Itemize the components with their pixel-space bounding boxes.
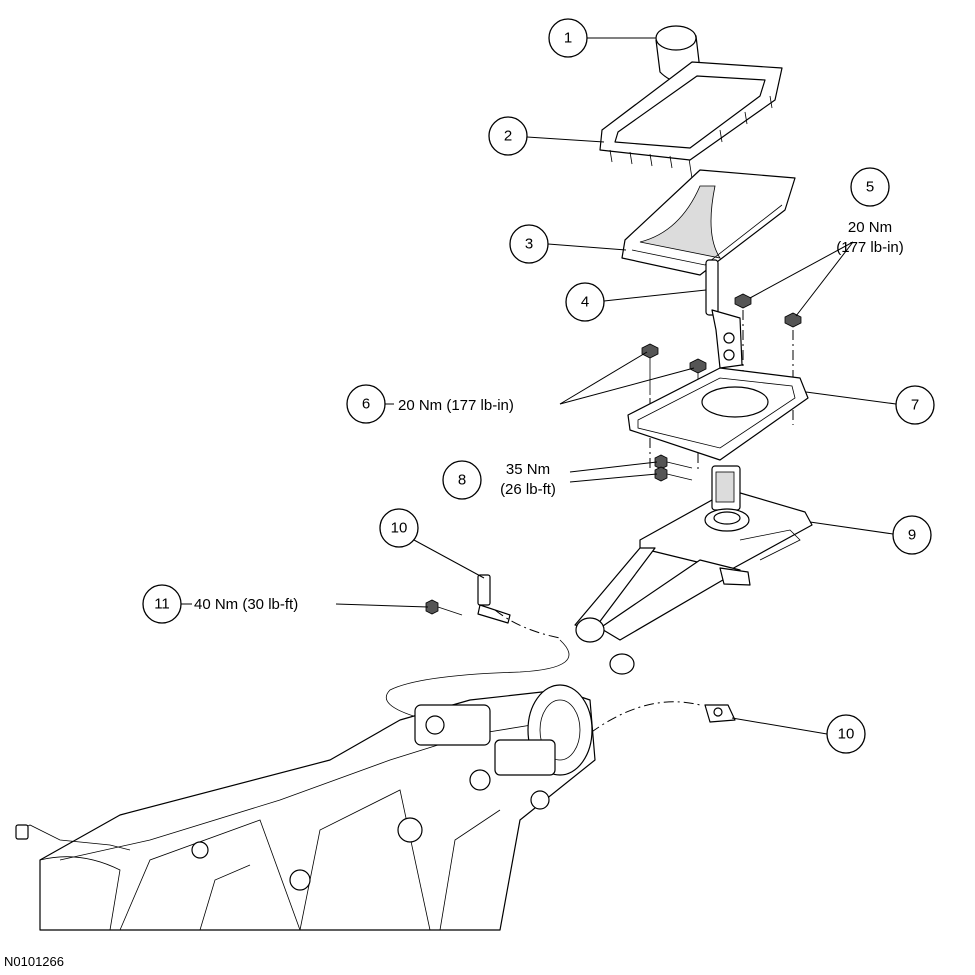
- callout-11-torque: 40 Nm (30 lb-ft): [194, 596, 298, 613]
- callout-7: 7: [895, 385, 935, 425]
- callout-8: 8 35 Nm (26 lb-ft): [442, 460, 556, 500]
- callout-9: 9: [892, 515, 932, 555]
- callout-11-number: 11: [154, 596, 170, 613]
- callout-5-number: 5: [866, 179, 874, 196]
- callout-2: 2: [488, 116, 528, 156]
- bracket-bolts: [654, 454, 693, 482]
- seal-plate: [627, 367, 809, 461]
- shift-linkage: [574, 547, 751, 675]
- callout-3-number: 3: [525, 236, 533, 253]
- lever-nuts: [734, 293, 802, 328]
- callout-5-torque-lbin: (177 lb-in): [836, 239, 904, 256]
- shifter-base: [639, 465, 813, 571]
- callout-8-number: 8: [458, 472, 466, 489]
- shifter-bezel: [599, 61, 783, 169]
- callout-10-lower-number: 10: [838, 726, 855, 743]
- callout-4: 4: [565, 282, 605, 322]
- callout-3: 3: [509, 224, 549, 264]
- callout-11: 11 40 Nm (30 lb-ft): [142, 584, 298, 624]
- callout-10-upper: 10: [379, 508, 419, 548]
- callout-9-number: 9: [908, 527, 916, 544]
- shift-lever-lower: [705, 259, 743, 369]
- callout-6-torque: 20 Nm (177 lb-in): [398, 397, 514, 414]
- cable-bolt: [425, 599, 463, 616]
- callout-5: 5 20 Nm (177 lb-in): [836, 167, 904, 256]
- callout-4-number: 4: [581, 294, 589, 311]
- callout-10-upper-number: 10: [391, 520, 408, 537]
- leader-lines: [181, 37, 897, 735]
- callout-6: 6 20 Nm (177 lb-in): [346, 384, 514, 424]
- callout-6-number: 6: [362, 396, 370, 413]
- callout-1: 1: [548, 18, 588, 58]
- callout-2-number: 2: [504, 128, 512, 145]
- figure-id: N0101266: [4, 954, 64, 969]
- callout-8-torque-lbft: (26 lb-ft): [500, 481, 556, 498]
- callout-7-number: 7: [911, 397, 919, 414]
- callout-1-number: 1: [564, 30, 572, 47]
- callout-5-torque-nm: 20 Nm: [848, 219, 892, 236]
- sensor-lower: [704, 704, 736, 723]
- shift-boot-panel: [621, 169, 796, 276]
- callout-10-lower: 10: [826, 714, 866, 754]
- callout-8-torque-nm: 35 Nm: [506, 461, 550, 478]
- transmission: [15, 684, 596, 931]
- sensor-upper: [477, 574, 511, 624]
